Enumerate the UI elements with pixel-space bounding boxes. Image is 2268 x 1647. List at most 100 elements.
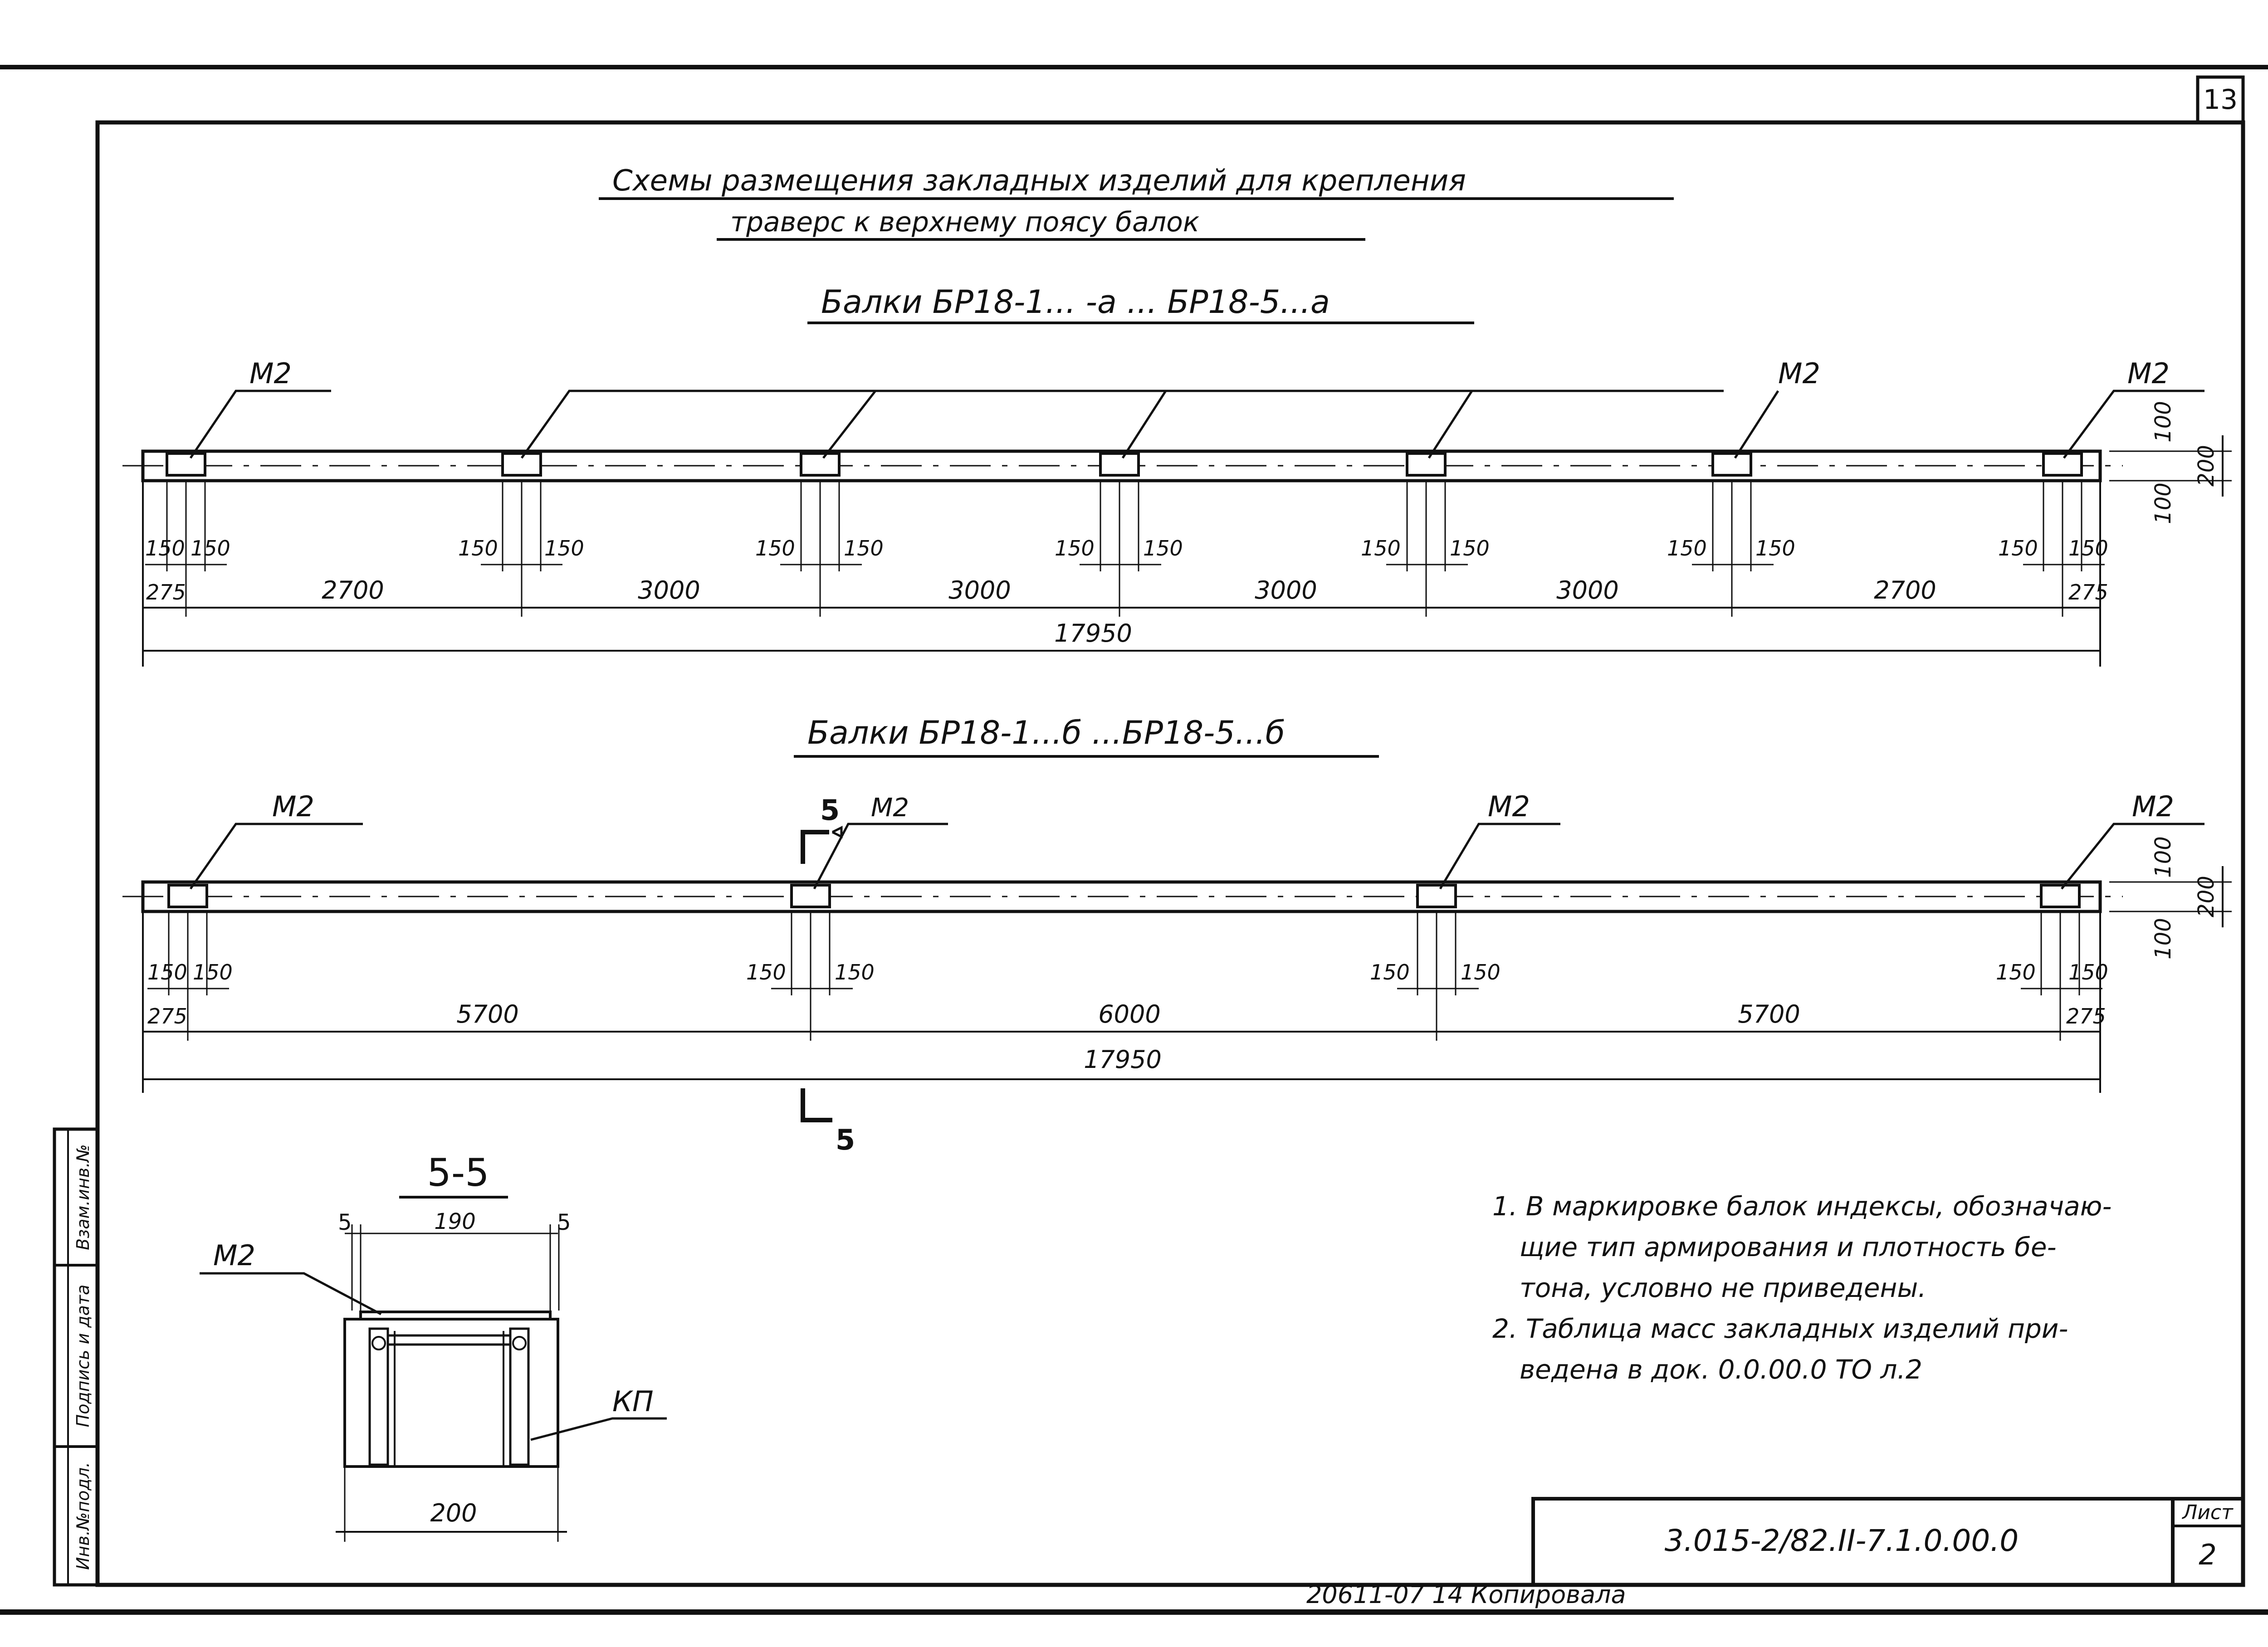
note-line: ведена в док. 0.0.00.0 ТО л.2: [1520, 1354, 1922, 1385]
note-line: тона, условно не приведены.: [1520, 1272, 1926, 1303]
plate-offset-dim: 150: [835, 960, 875, 984]
document-designation: 3.015-2/82.II-7.1.0.00.0: [1665, 1523, 2019, 1558]
embed-plate: [2040, 884, 2081, 908]
end-dim: 275: [146, 580, 186, 604]
span-dim: 2700: [322, 576, 384, 604]
mark-label: М2: [272, 790, 314, 823]
gap-dim: 5: [557, 1210, 571, 1235]
section-5-5: 5-5 5 190 5 М2 КП 200: [200, 1150, 667, 1542]
beam-b-depth-dims: 100 100 200: [2109, 836, 2232, 960]
plate-offset-dim: 150: [1755, 536, 1795, 560]
span-dim: 6000: [1098, 1000, 1160, 1028]
plate-offset-dim: 150: [147, 960, 187, 984]
frame-kp-right: [509, 1327, 530, 1466]
beam-a-leaders: М2 М2 М2: [189, 357, 2204, 459]
end-dim: 275: [2066, 1004, 2106, 1028]
embed-plate: [2042, 452, 2083, 477]
end-dim: 275: [2068, 580, 2108, 604]
section-title: 5-5: [427, 1150, 489, 1195]
title-line-2: траверс к верхнему поясу балок: [730, 206, 1199, 238]
plate-offset-dim: 150: [1370, 960, 1410, 984]
plate-offset-dim: 150: [193, 960, 233, 984]
embed-plate: [800, 452, 841, 477]
note-line: 1. В маркировке балок индексы, обозначаю…: [1492, 1191, 2112, 1222]
beam-b-dimension-lines: [142, 911, 2102, 1093]
note-line: 2. Таблица масс закладных изделий при-: [1492, 1313, 2068, 1344]
half-depth-label: 100: [2151, 836, 2176, 878]
plate-offset-dim: 150: [755, 536, 795, 560]
mark-label: М2: [1488, 790, 1530, 823]
sheet-label: Лист: [2181, 1501, 2234, 1524]
total-length-dim: 17950: [1054, 619, 1132, 648]
span-dim: 3000: [638, 576, 700, 604]
beam-a-dimension-lines: [142, 481, 2105, 667]
plate-offset-dim: 150: [1450, 536, 1490, 560]
beam-a-schematic: Балки БР18-1... -а ... БР18-5...а М2 М2 …: [122, 283, 2232, 667]
note-line: щие тип армирования и плотность бе-: [1520, 1232, 2057, 1262]
section-width-dim: 200: [430, 1499, 477, 1527]
plate-offset-dim: 150: [2068, 536, 2108, 560]
plate-offset-dim: 150: [458, 536, 498, 560]
footer-copy-mark: 20611-07 14 Копировала: [1306, 1580, 1626, 1609]
span-dim: 3000: [948, 576, 1011, 604]
plate-offset-dim: 150: [1667, 536, 1707, 560]
drawing-title: Схемы размещения закладных изделий для к…: [599, 164, 1674, 241]
beam-a-depth-dims: 100 100 200: [2109, 401, 2232, 524]
general-notes: 1. В маркировке балок индексы, обозначаю…: [1492, 1191, 2112, 1385]
embed-plate: [167, 884, 208, 908]
embed-plate: [166, 452, 206, 477]
plate-offset-dim: 150: [746, 960, 786, 984]
mark-label: М2: [871, 793, 909, 823]
embed-plate: [1416, 884, 1457, 908]
plate-offset-dim: 150: [1998, 536, 2038, 560]
embed-plate: [1099, 452, 1140, 477]
plate-offset-dim: 150: [1055, 536, 1095, 560]
plate-offset-dim: 150: [1461, 960, 1501, 984]
beam-b-heading: Балки БР18-1...б ...БР18-5...б: [807, 714, 1285, 751]
plate-offset-dim: 150: [145, 536, 185, 560]
plate-offset-dim: 150: [191, 536, 230, 560]
side-stamp-inv: Инв.№подл.: [73, 1462, 93, 1570]
beam-b-schematic: Балки БР18-1...б ...БР18-5...б М2 М2 М2 …: [122, 714, 2232, 1156]
beam-b-leaders: М2 М2 М2 М2: [189, 790, 2204, 890]
title-line-1: Схемы размещения закладных изделий для к…: [612, 164, 1466, 198]
half-depth-label: 100: [2151, 918, 2176, 960]
plate-offset-dim: 150: [1996, 960, 2036, 984]
side-stamp-sign: Подпись и дата: [73, 1285, 93, 1428]
plate-offset-dim: 150: [1143, 536, 1183, 560]
mark-label: М2: [2127, 357, 2170, 390]
section-cut-marks: 5 5: [801, 794, 855, 1156]
side-stamp: Инв.№подл. Подпись и дата Взам.инв.№: [53, 1127, 99, 1587]
embed-plate: [790, 884, 831, 908]
span-dim: 3000: [1556, 576, 1618, 604]
span-dim: 2700: [1874, 576, 1936, 604]
embed-plate: [1711, 452, 1752, 477]
total-length-dim: 17950: [1084, 1045, 1162, 1074]
plate-offset-dim: 150: [2068, 960, 2108, 984]
frame-label: КП: [612, 1385, 654, 1418]
span-dim: 3000: [1255, 576, 1317, 604]
section-cut-label: 5: [836, 1123, 855, 1156]
side-stamp-replace: Взам.инв.№: [73, 1144, 93, 1250]
frame-kp-left: [368, 1327, 389, 1466]
mark-label: М2: [249, 357, 292, 390]
span-dim: 5700: [1738, 1000, 1800, 1028]
beam-b-dimension-values: 150 150 150 150 150 150 150 150 275 275 …: [147, 960, 2108, 1074]
sheet-value: 2: [2199, 1538, 2216, 1571]
title-block: 3.015-2/82.II-7.1.0.00.0 Лист 2: [1531, 1497, 2245, 1587]
gap-dim: 5: [338, 1210, 352, 1235]
mark-label: М2: [1778, 357, 1820, 390]
section-mark-label: М2: [213, 1239, 255, 1272]
span-dim: 5700: [456, 1000, 518, 1028]
plate-offset-dim: 150: [1361, 536, 1401, 560]
sheet-number: 13: [2203, 84, 2238, 116]
beam-a-heading: Балки БР18-1... -а ... БР18-5...а: [821, 283, 1330, 321]
beam-b-embedded-plates: [167, 884, 2081, 908]
depth-label: 200: [2194, 876, 2219, 917]
depth-label: 200: [2194, 445, 2219, 487]
section-cut-label: 5: [820, 794, 840, 827]
beam-a-dimension-values: 150 150 150 150 150 150 150 150 150 150 …: [145, 536, 2108, 648]
plate-offset-dim: 150: [544, 536, 584, 560]
half-depth-label: 100: [2151, 482, 2176, 524]
